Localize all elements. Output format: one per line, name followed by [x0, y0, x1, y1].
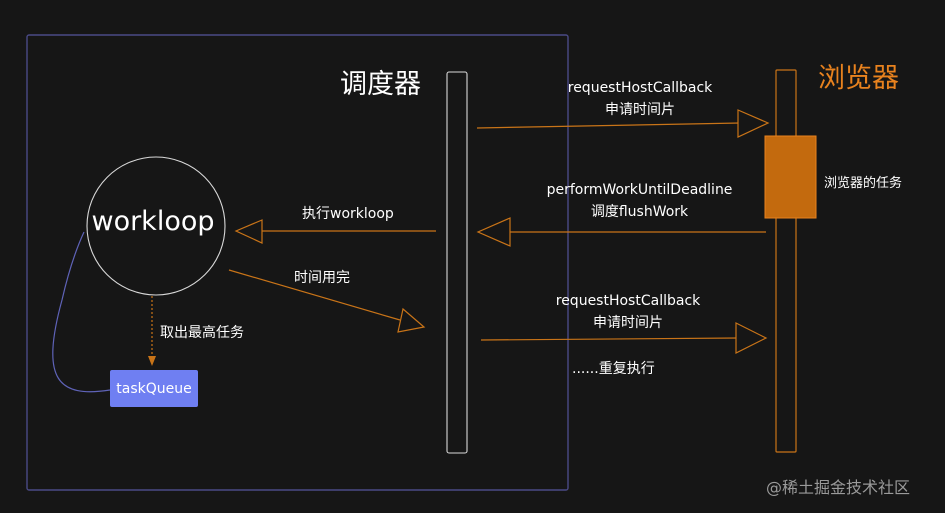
request-arrow-1	[476, 109, 770, 138]
loop-back-line	[52, 231, 111, 393]
take-highest-arrow	[148, 296, 156, 366]
time-used-up-arrow	[228, 269, 426, 333]
workloop-circle	[86, 156, 226, 296]
task-queue-box: taskQueue	[110, 370, 198, 407]
time-used-up-label: 时间用完	[294, 270, 350, 286]
workloop-label: workloop	[91, 206, 215, 237]
scheduler-lifeline	[446, 71, 468, 454]
take-highest-label: 取出最高任务	[160, 325, 244, 341]
scheduler-frame	[26, 34, 569, 491]
perform-label: performWorkUntilDeadline 调度flushWork	[527, 179, 752, 223]
request-2-desc: 申请时间片	[593, 315, 663, 331]
watermark: @稀土掘金技术社区	[766, 478, 911, 497]
request-1-label: requestHostCallback 申请时间片	[540, 77, 740, 121]
browser-title: 浏览器	[818, 63, 899, 94]
request-1-desc: 申请时间片	[605, 102, 675, 118]
browser-task-label: 浏览器的任务	[824, 176, 903, 191]
request-1-method: requestHostCallback	[567, 80, 713, 96]
perform-arrow	[476, 217, 766, 247]
perform-desc: 调度flushWork	[590, 204, 689, 220]
browser-lifeline	[775, 69, 797, 453]
request-2-label: requestHostCallback 申请时间片	[528, 290, 728, 334]
exec-workloop-arrow	[234, 219, 436, 244]
perform-method: performWorkUntilDeadline	[546, 182, 733, 198]
scheduler-title: 调度器	[340, 69, 421, 100]
exec-workloop-label: 执行workloop	[302, 206, 394, 222]
request-arrow-2	[480, 322, 768, 354]
request-2-method: requestHostCallback	[555, 293, 701, 309]
browser-task-box	[764, 135, 817, 219]
repeat-label: ......重复执行	[572, 361, 655, 377]
